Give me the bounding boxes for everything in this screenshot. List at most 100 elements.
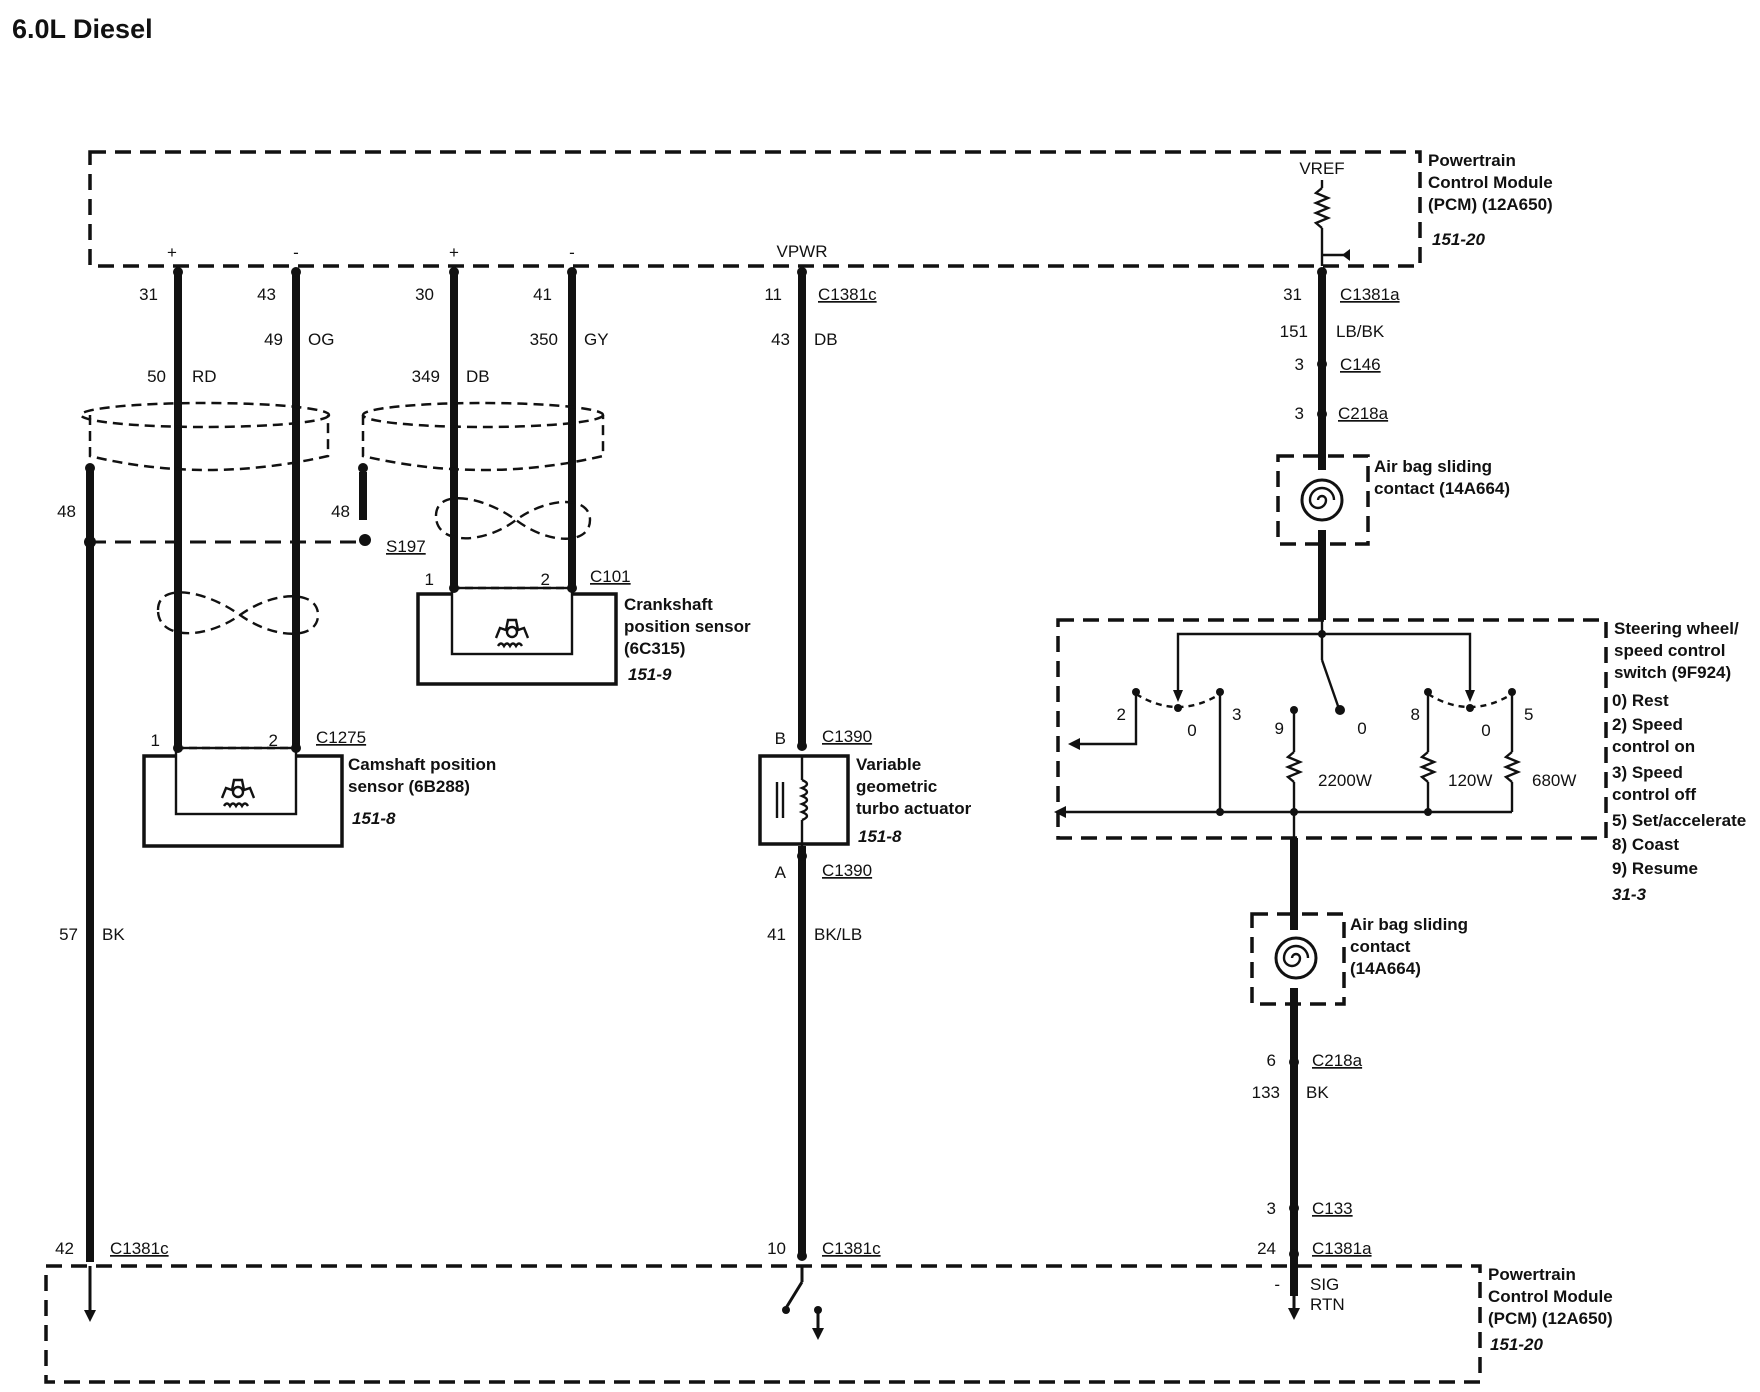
ckp-name-3: (6C315) [624, 639, 685, 658]
ckp-name-1: Crankshaft [624, 595, 713, 614]
sw-c146: C146 [1340, 355, 1381, 374]
ckp-pin1: 1 [425, 570, 434, 589]
sw-out-c133-pin: 3 [1267, 1199, 1276, 1218]
crankshaft-sensor-icon [494, 618, 530, 649]
pcm-bottom-ref: 151-20 [1490, 1335, 1543, 1354]
cmp-plus: + [167, 243, 177, 262]
cmp-minus: - [293, 243, 299, 262]
ckp-ref: 151-9 [628, 665, 672, 684]
ckp-shield [361, 415, 605, 472]
vgt-name-1: Variable [856, 755, 921, 774]
sw-c218: C218a [1338, 404, 1389, 423]
ground-circuit: 57 [59, 925, 78, 944]
switch-pos-8: 8 [1411, 705, 1420, 724]
vgt-pwr-pin: 11 [764, 285, 782, 304]
ground-pcm-connector: C1381c [110, 1239, 169, 1258]
resistor-2200 [1284, 751, 1304, 783]
ckp-neg-pin: 41 [533, 285, 552, 304]
cmp-name-1: Camshaft position [348, 755, 496, 774]
camshaft-sensor-icon [220, 778, 256, 809]
cmp-pos-circuit: 50 [147, 367, 166, 386]
switch-legend-2b: control off [1612, 785, 1696, 804]
cmp-neg-circuit: 49 [264, 330, 283, 349]
cmp-neg-color: OG [308, 330, 334, 349]
resistor-680 [1502, 751, 1522, 783]
cmp-pos-pin: 31 [139, 285, 158, 304]
switch-wiper [1320, 659, 1340, 707]
switch-legend-4: 8) Coast [1612, 835, 1679, 854]
switch-pos-0b: 0 [1357, 719, 1366, 738]
steering-switch-box [1056, 618, 1608, 840]
pcm-top-ref: 151-20 [1432, 230, 1485, 249]
cmp-name-2: sensor (6B288) [348, 777, 470, 796]
airbag-clockspring-bottom-icon [1274, 936, 1318, 980]
sw-out-circuit: 133 [1252, 1083, 1280, 1102]
switch-pos-3: 3 [1232, 705, 1241, 724]
vgt-pin-a: A [775, 863, 787, 882]
sw-out-pcm-pin: 24 [1257, 1239, 1276, 1258]
switch-pos-0a: 0 [1187, 721, 1196, 740]
ground-pcm-pin: 42 [55, 1239, 74, 1258]
vgt-pin-b: B [775, 729, 786, 748]
airbag-clockspring-icon [1300, 478, 1344, 522]
shield-circuit-left: 48 [57, 502, 76, 521]
cmp-pin1: 1 [151, 731, 160, 750]
ckp-pos-circuit: 349 [412, 367, 440, 386]
sig-rtn-label-1: SIG [1310, 1275, 1339, 1294]
switch-legend-2a: 3) Speed [1612, 763, 1683, 782]
switch-name-3: switch (9F924) [1614, 663, 1731, 682]
vref-resistor [1312, 187, 1332, 229]
switch-pos-0c: 0 [1481, 721, 1490, 740]
vgt-pwr-connector: C1381c [818, 285, 877, 304]
switch-pos-9: 9 [1275, 719, 1284, 738]
pcm-bottom-label-2: Control Module [1488, 1287, 1613, 1306]
ckp-pos-pin: 30 [415, 285, 434, 304]
ckp-twist [434, 497, 592, 540]
switch-pos-5: 5 [1524, 705, 1533, 724]
switch-legend-1b: control on [1612, 737, 1695, 756]
sw-in-color: LB/BK [1336, 322, 1385, 341]
pcm-bottom-label-3: (PCM) (12A650) [1488, 1309, 1613, 1328]
vgt-ref: 151-8 [858, 827, 902, 846]
cmp-connector: C1275 [316, 728, 366, 747]
splice-label: S197 [386, 537, 426, 556]
vgt-ret-connector: C1381c [822, 1239, 881, 1258]
sw-in-pin: 31 [1283, 285, 1302, 304]
ckp-neg-circuit: 350 [530, 330, 558, 349]
airbag-bottom-name-2: contact [1350, 937, 1411, 956]
vgt-name-2: geometric [856, 777, 937, 796]
cmp-pos-color: RD [192, 367, 217, 386]
airbag-bottom-name-1: Air bag sliding [1350, 915, 1468, 934]
ckp-plus: + [449, 243, 459, 262]
vgt-name-3: turbo actuator [856, 799, 972, 818]
sw-out-c218-pin: 6 [1267, 1051, 1276, 1070]
switch-legend-3: 5) Set/accelerate [1612, 811, 1746, 830]
airbag-top-name-1: Air bag sliding [1374, 457, 1492, 476]
ckp-name-2: position sensor [624, 617, 751, 636]
ckp-connector: C101 [590, 567, 631, 586]
resistor-120 [1418, 751, 1438, 783]
vgt-pwr-circuit: 43 [771, 330, 790, 349]
sw-in-circuit: 151 [1280, 322, 1308, 341]
splice-s197 [359, 534, 371, 546]
vgt-ret-circuit: 41 [767, 925, 786, 944]
pcm-top-label-2: Control Module [1428, 173, 1553, 192]
vref-arrow-icon [1342, 249, 1350, 261]
sw-in-connector: C1381a [1340, 285, 1400, 304]
pcm-bottom-box [44, 1264, 1482, 1384]
sw-out-color: BK [1306, 1083, 1329, 1102]
cmp-pin2: 2 [269, 731, 278, 750]
pcm-bottom-label-1: Powertrain [1488, 1265, 1576, 1284]
cmp-shield [88, 415, 330, 472]
resistor-120-label: 120W [1448, 771, 1492, 790]
ckp-neg-color: GY [584, 330, 609, 349]
sw-out-c218: C218a [1312, 1051, 1363, 1070]
vgt-pcm-switch-icon [784, 1281, 804, 1309]
switch-name-1: Steering wheel/ [1614, 619, 1739, 638]
vref-label: VREF [1299, 159, 1344, 178]
sw-out-c133: C133 [1312, 1199, 1353, 1218]
vgt-ret-pin: 10 [767, 1239, 786, 1258]
airbag-contact-top-box [1276, 454, 1370, 546]
vgt-connector-bottom: C1390 [822, 861, 872, 880]
